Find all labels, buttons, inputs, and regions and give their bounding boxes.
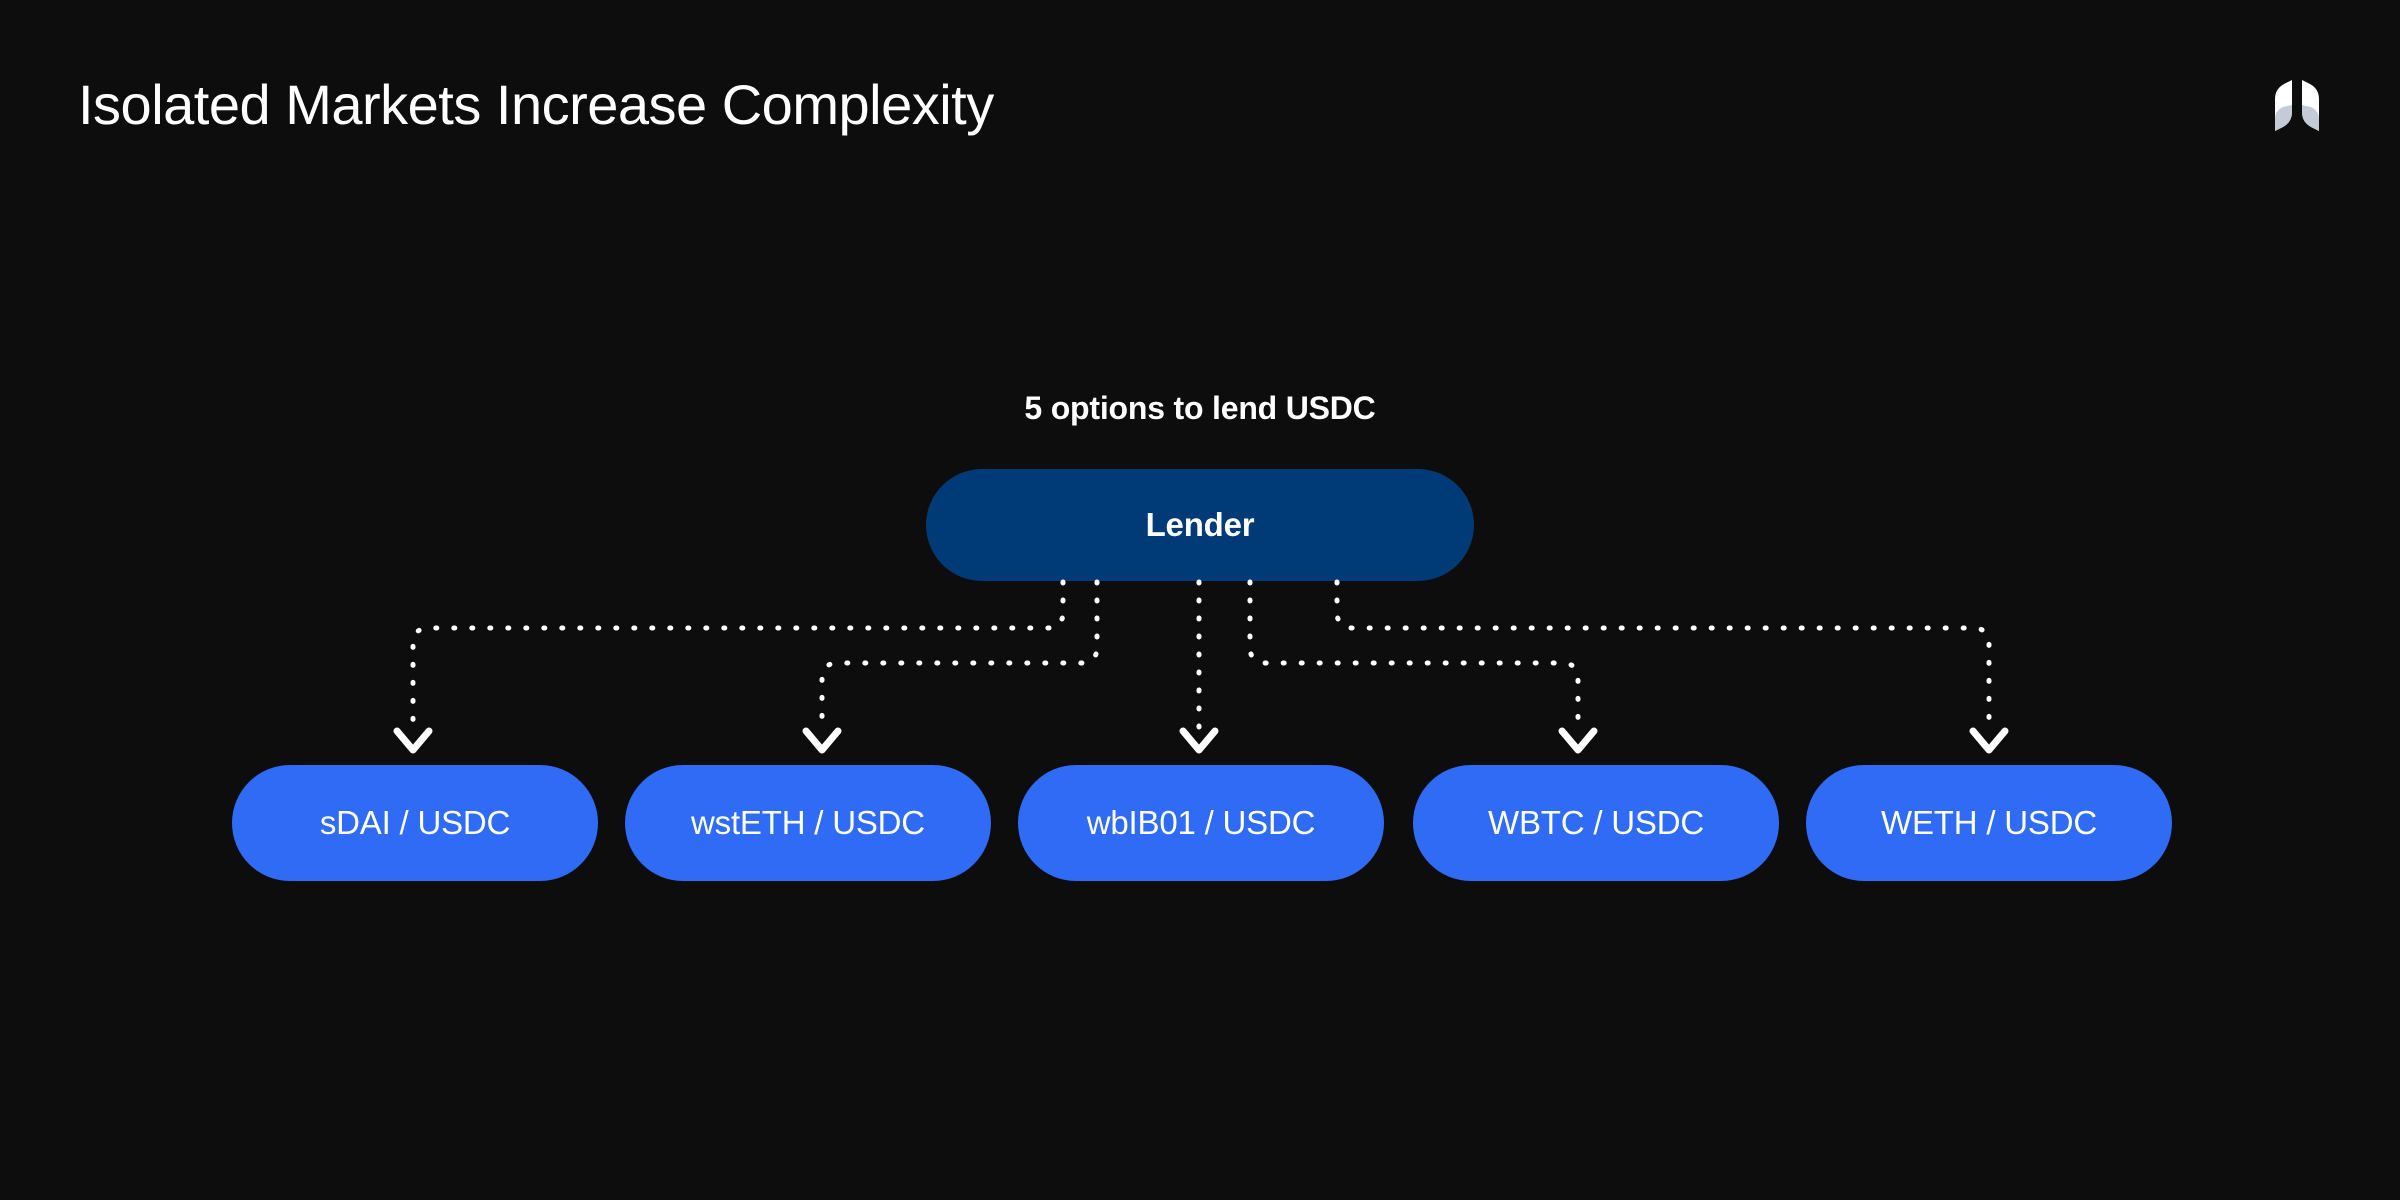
arrowhead-weth (1969, 727, 2009, 754)
arrowhead-wbtc (1558, 727, 1598, 754)
node-market-label: WBTC / USDC (1488, 804, 1704, 841)
page-title: Isolated Markets Increase Complexity (78, 73, 994, 136)
node-market-weth[interactable]: WETH / USDC (1806, 765, 2172, 881)
connector-to-weth (1334, 579, 1992, 731)
arrowhead-wsteth (802, 727, 842, 754)
connector-to-wbtc (1247, 579, 1581, 731)
node-market-label: wbIB01 / USDC (1086, 804, 1316, 841)
node-market-label: wstETH / USDC (691, 804, 925, 841)
morpho-butterfly-logo (2275, 80, 2319, 131)
node-market-wbtc[interactable]: WBTC / USDC (1413, 765, 1779, 881)
arrowhead-sdai (393, 727, 433, 754)
node-lender-label: Lender (1145, 506, 1255, 543)
connector-to-sdai (410, 579, 1066, 731)
connector-to-wsteth (819, 579, 1100, 731)
node-market-label: sDAI / USDC (319, 804, 511, 841)
market-node-row: sDAI / USDC wstETH / USDC wbIB01 / USDC … (232, 765, 2172, 881)
node-market-wbib01[interactable]: wbIB01 / USDC (1018, 765, 1384, 881)
diagram-caption: 5 options to lend USDC (1024, 390, 1376, 426)
node-market-wsteth[interactable]: wstETH / USDC (625, 765, 991, 881)
node-market-sdai[interactable]: sDAI / USDC (232, 765, 598, 881)
node-market-label: WETH / USDC (1881, 804, 2097, 841)
arrowhead-wbib01 (1179, 727, 1219, 754)
node-lender[interactable]: Lender (926, 469, 1474, 581)
